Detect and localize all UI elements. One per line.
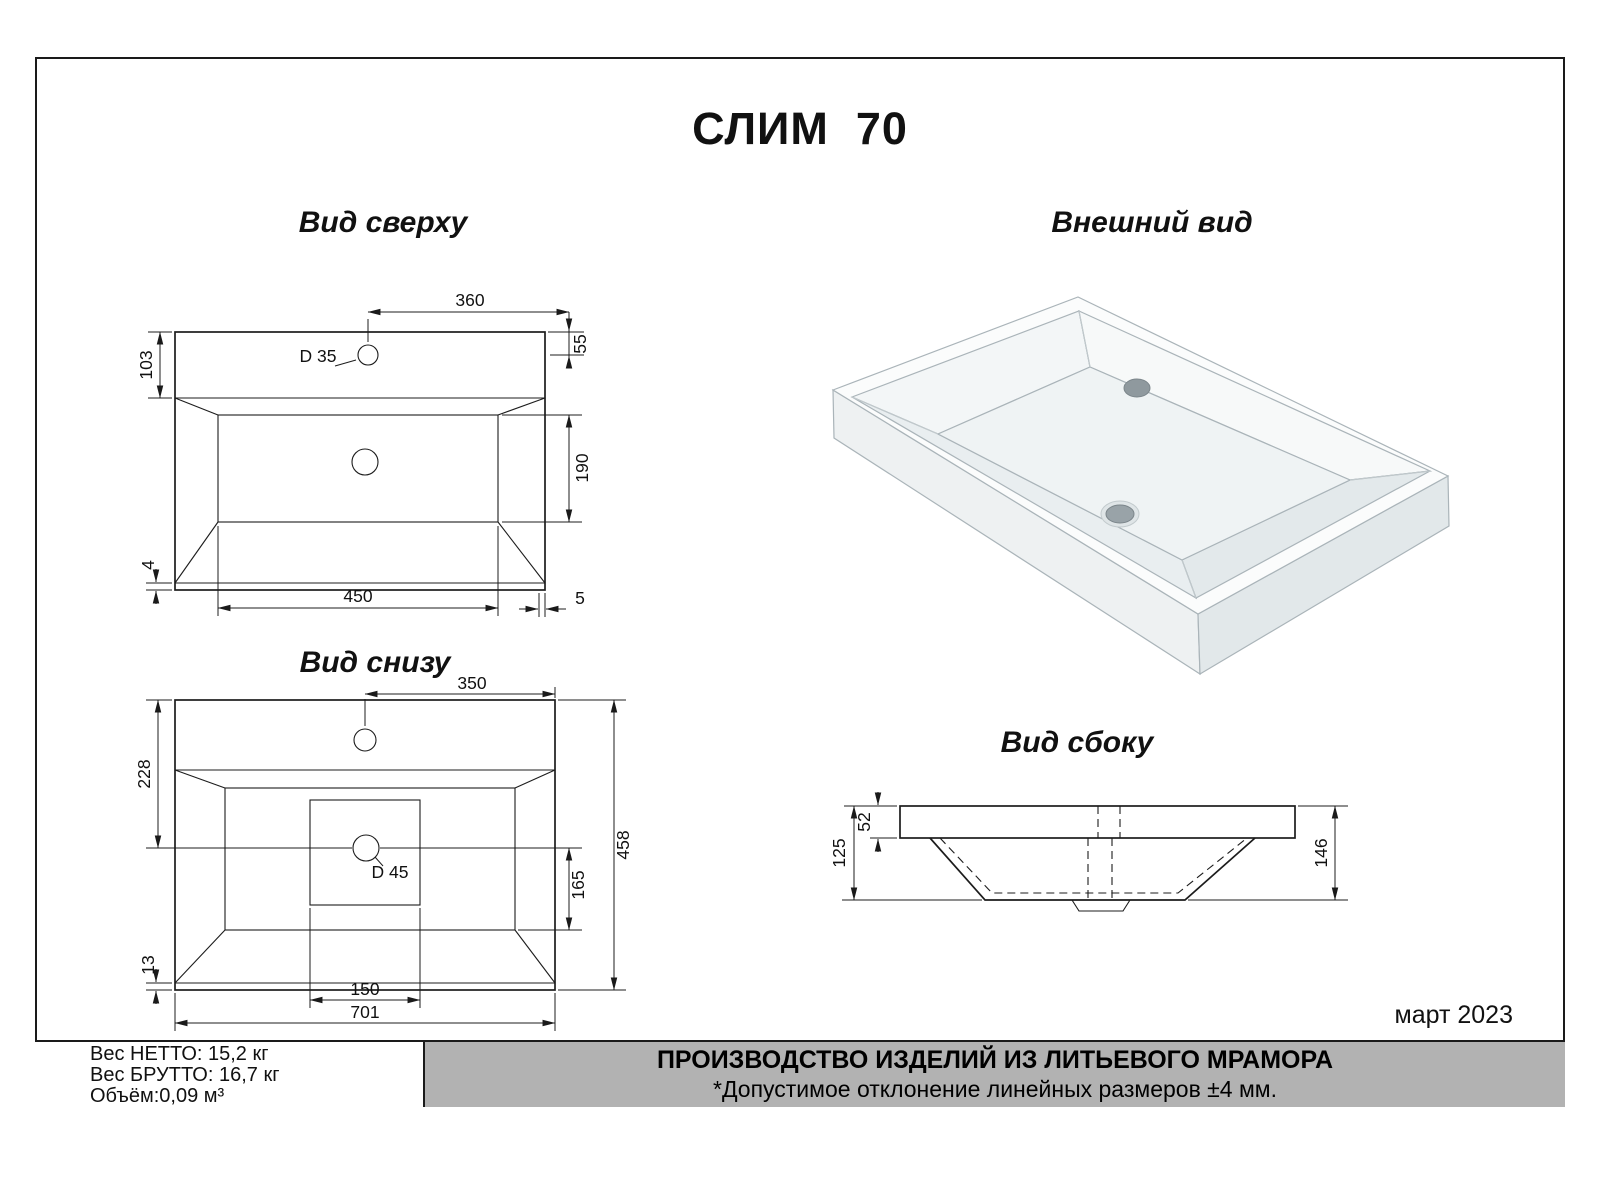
basin-corner-edges (851, 310, 1431, 599)
bottom-view-dimension-labels: 350 228 458 165 D 45 13 150 701 (134, 673, 633, 1022)
top-view-drawing: 360 D 35 55 103 190 4 450 5 (136, 290, 592, 617)
drain-hole (352, 834, 380, 862)
net-weight: Вес НЕТТО: 15,2 кг (90, 1043, 269, 1065)
bottom-view-dimension-lines (146, 687, 626, 1031)
dimension-label: 52 (854, 812, 874, 831)
dimension-label: 146 (1311, 838, 1331, 867)
top-view-dimension-labels: 360 D 35 55 103 190 4 450 5 (136, 290, 592, 608)
production-title: ПРОИЗВОДСТВО ИЗДЕЛИЙ ИЗ ЛИТЬЕВОГО МРАМОР… (656, 1046, 1334, 1074)
top-view-dimension-lines (146, 308, 584, 617)
dimension-label: 360 (455, 290, 484, 310)
bottom-view-drawing: 350 228 458 165 D 45 13 150 701 (134, 673, 633, 1031)
bottom-view-outline (174, 699, 556, 991)
sink-body (831, 296, 1450, 676)
drain-boss (1071, 899, 1131, 912)
top-view-title: Вид сверху (298, 206, 468, 239)
bottom-view-title: Вид снизу (299, 646, 451, 679)
footer: Вес НЕТТО: 15,2 кг Вес БРУТТО: 16,7 кг О… (35, 1040, 1565, 1107)
faucet-hole (1123, 378, 1151, 398)
external-view-title: Внешний вид (1051, 206, 1253, 239)
dimension-label: 4 (138, 560, 158, 570)
tolerance-note: *Допустимое отклонение линейных размеров… (713, 1076, 1277, 1102)
top-view-outline (174, 331, 546, 591)
faucet-hole (357, 344, 379, 366)
weight-info-box: Вес НЕТТО: 15,2 кг Вес БРУТТО: 16,7 кг О… (35, 1042, 425, 1107)
sink-3d-render (831, 296, 1450, 676)
dimension-label: D 35 (300, 346, 337, 366)
dimension-label: 458 (613, 830, 633, 859)
side-view-outline (899, 805, 1296, 912)
dimension-label: 190 (572, 453, 592, 482)
dimension-label: 13 (138, 955, 158, 974)
side-view-drawing: 52 125 146 (829, 792, 1348, 912)
drain-boss-outline (309, 799, 421, 906)
dimension-label: 5 (575, 588, 585, 608)
page-title: СЛИМ 70 (692, 103, 908, 154)
drain-hole (351, 448, 379, 476)
side-view-title: Вид сбоку (1000, 726, 1154, 759)
dimension-label: 103 (136, 350, 156, 379)
dimension-label: 450 (343, 586, 372, 606)
date-note: март 2023 (1394, 1001, 1513, 1029)
production-info-box: ПРОИЗВОДСТВО ИЗДЕЛИЙ ИЗ ЛИТЬЕВОГО МРАМОР… (425, 1042, 1565, 1107)
dimension-label: 228 (134, 759, 154, 788)
dimension-label: 150 (350, 979, 379, 999)
volume: Объём:0,09 м³ (90, 1085, 225, 1107)
dimension-label: 701 (350, 1002, 379, 1022)
dimension-label: 55 (570, 334, 590, 353)
dimension-label: 165 (568, 870, 588, 899)
gross-weight: Вес БРУТТО: 16,7 кг (90, 1064, 280, 1086)
dimension-label: D 45 (372, 862, 409, 882)
dimension-label: 125 (829, 838, 849, 867)
side-view-dimension-lines (842, 792, 1348, 901)
drain-hole (1105, 504, 1135, 524)
dimension-label: 350 (457, 673, 486, 693)
faucet-hole (353, 728, 377, 752)
side-view-dimension-labels: 52 125 146 (829, 812, 1331, 867)
